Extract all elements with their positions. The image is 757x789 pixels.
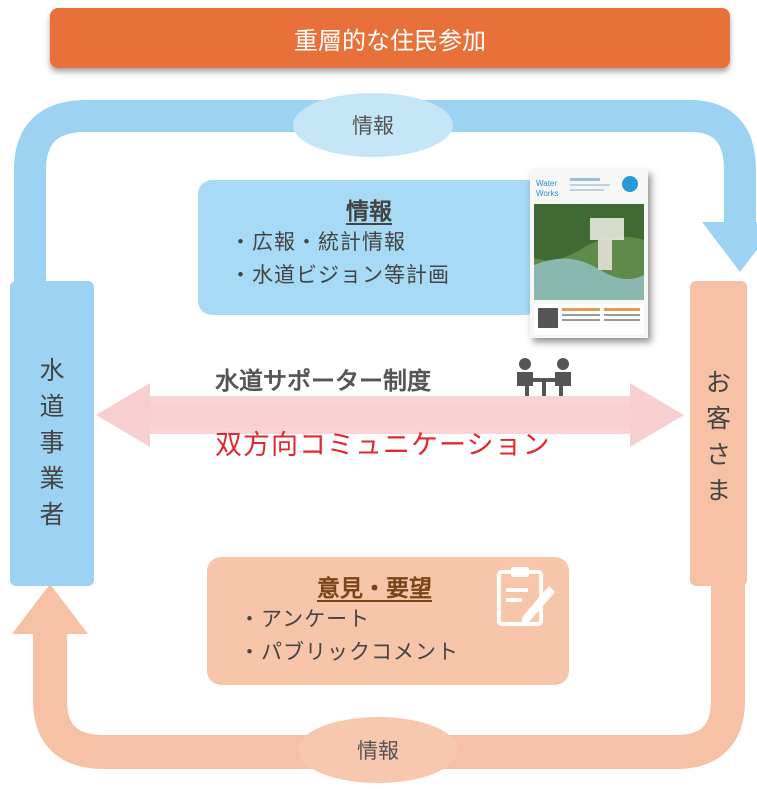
customer-column: お 客 さ ま — [690, 281, 747, 586]
information-item: ・水道ビジョン等計画 — [230, 263, 450, 287]
utility-char: 事 — [39, 428, 65, 457]
opinion-title: 意見・要望 — [317, 576, 432, 602]
newsletter-cover-graphic: Water Works — [530, 170, 648, 338]
customer-char: さ — [705, 440, 731, 469]
utility-char: 業 — [39, 464, 65, 493]
cover-text: Works — [536, 189, 559, 198]
customer-char: 客 — [705, 404, 731, 433]
bottom-info-label: 情報 — [357, 739, 399, 763]
cover-text: Water — [536, 179, 557, 188]
top-info-label: 情報 — [352, 114, 394, 138]
two-way-communication-text: 双方向コミュニケーション — [215, 430, 551, 461]
opinion-item: ・アンケート — [239, 607, 371, 631]
opinion-item: ・パブリックコメント — [239, 640, 459, 664]
utility-char: 水 — [39, 356, 65, 385]
information-title: 情報 — [346, 199, 392, 225]
opinion-box: 意見・要望 ・アンケート ・パブリックコメント — [207, 557, 569, 685]
clipboard-pen-icon — [497, 567, 555, 626]
meeting-people-icon — [517, 358, 571, 396]
information-box: 情報 ・広報・統計情報 ・水道ビジョン等計画 — [198, 180, 540, 315]
customer-char: お — [705, 368, 731, 397]
banner: 重層的な住民参加 — [50, 8, 730, 68]
newsletter-cover-image: Water Works — [530, 170, 648, 338]
top-info-oval: 情報 — [293, 93, 453, 157]
two-way-communication-label: 双方向コミュニケーション — [215, 423, 550, 462]
information-item: ・広報・統計情報 — [230, 230, 406, 254]
utility-char: 者 — [39, 500, 65, 529]
supporter-system-text: 水道サポーター制度 — [215, 367, 431, 395]
top-flow-arrowhead — [702, 222, 757, 272]
bottom-info-oval: 情報 — [298, 717, 458, 783]
utility-char: 道 — [39, 392, 65, 421]
water-utility-column: 水 道 事 業 者 — [10, 281, 94, 586]
bottom-flow-arrowhead — [12, 584, 88, 634]
supporter-system-label: 水道サポーター制度 — [215, 361, 431, 396]
banner-title: 重層的な住民参加 — [294, 26, 486, 55]
customer-char: ま — [705, 476, 731, 505]
